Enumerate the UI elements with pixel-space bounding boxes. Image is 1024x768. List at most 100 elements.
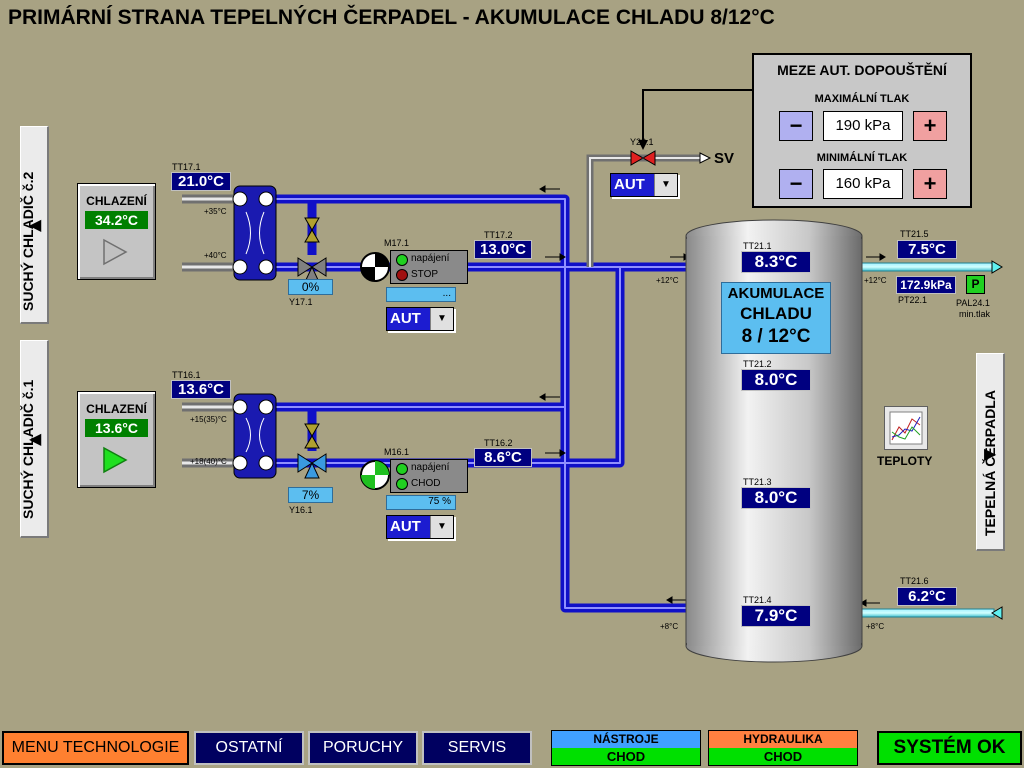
pt22-1-value: 172.9kPa xyxy=(896,276,956,294)
other-button[interactable]: OSTATNÍ xyxy=(194,731,304,765)
y16-1-position: 7% xyxy=(288,487,333,503)
min-pressure-label: MINIMÁLNÍ TLAK xyxy=(816,152,908,164)
y17-1-position: 0% xyxy=(288,279,333,295)
y16-1-name: Y16.1 xyxy=(289,505,313,515)
power-led xyxy=(396,463,408,475)
tt17-2-value: 13.0°C xyxy=(474,240,532,259)
m16-1-mode-select[interactable]: AUT ▼ xyxy=(386,515,454,539)
service-button[interactable]: SERVIS xyxy=(422,731,532,765)
play-icon xyxy=(103,238,128,266)
sv-label: SV xyxy=(714,150,735,167)
heat-exchanger-upper xyxy=(232,185,277,281)
tt16-2-name: TT16.2 xyxy=(484,438,513,448)
heat-exchanger-lower xyxy=(232,393,277,479)
faults-button[interactable]: PORUCHY xyxy=(308,731,418,765)
pump-m17-1 xyxy=(360,252,390,282)
tt17-1-value: 21.0°C xyxy=(171,172,231,191)
m16-1-mode-value: AUT xyxy=(390,518,421,535)
min-pressure-minus-button[interactable]: − xyxy=(779,169,813,199)
m16-1-speed[interactable]: 75 % xyxy=(386,495,456,510)
tools-status[interactable]: NÁSTROJE CHOD xyxy=(551,730,701,766)
valve-y22-1 xyxy=(630,150,656,166)
chevron-down-icon: ▼ xyxy=(430,516,453,538)
power-led xyxy=(396,254,408,266)
run-led xyxy=(396,478,408,490)
min-pressure-value: 160 kPa xyxy=(823,169,903,199)
limits-title: MEZE AUT. DOPOUŠTĚNÍ xyxy=(777,62,947,78)
tt21-2-value: 8.0°C xyxy=(741,369,811,391)
run-led xyxy=(396,269,408,281)
m16-1-power-label: napájení xyxy=(411,462,450,473)
tt16-1-name: TT16.1 xyxy=(172,370,201,380)
tank-bottom-temp: +8°C xyxy=(660,622,679,631)
auto-fill-limits-panel: MEZE AUT. DOPOUŠTĚNÍ MAXIMÁLNÍ TLAK − 19… xyxy=(752,53,972,208)
hx-upper-in-temp: +35°C xyxy=(204,207,227,216)
blue-pipes xyxy=(270,194,690,613)
hx-upper-out-temp: +40°C xyxy=(204,251,227,260)
tt21-3-name: TT21.3 xyxy=(743,477,772,487)
tank-label-line3: 8 / 12°C xyxy=(741,326,811,347)
dry-cooler-2-label: SUCHÝ CHLADIČ č.2 xyxy=(20,171,36,311)
tt21-5-name: TT21.5 xyxy=(900,229,929,239)
temperature-chart-button[interactable] xyxy=(884,406,928,450)
pal24-1-desc: min.tlak xyxy=(959,309,991,319)
tt16-2-value: 8.6°C xyxy=(474,448,532,467)
tt21-2-name: TT21.2 xyxy=(743,359,772,369)
valve-y17-1 xyxy=(297,217,327,283)
minus-icon: − xyxy=(789,113,803,138)
heat-pumps-button[interactable]: TEPELNÁ ČERPADLA ▶ xyxy=(976,353,1005,551)
m17-1-speed[interactable]: ... xyxy=(386,287,456,302)
tt21-1-name: TT21.1 xyxy=(743,241,772,251)
tank-label: AKUMULACE CHLADU 8 / 12°C xyxy=(721,282,831,354)
pal24-1-name: PAL24.1 xyxy=(956,298,990,308)
cooler-2-label: CHLAZENÍ xyxy=(86,194,147,208)
cooler-1-temp: 13.6°C xyxy=(85,419,148,437)
m17-1-mode-select[interactable]: AUT ▼ xyxy=(386,307,454,331)
hx-lower-out-temp: +18(40)°C xyxy=(190,457,227,466)
tt21-6-value: 6.2°C xyxy=(897,587,957,606)
tank-right-out-temp: +12°C xyxy=(864,276,887,285)
menu-technology-button[interactable]: MENU TECHNOLOGIE xyxy=(2,731,189,765)
hx-lower-in-temp: +15(35)°C xyxy=(190,415,227,424)
max-pressure-value: 190 kPa xyxy=(823,111,903,141)
max-pressure-plus-button[interactable]: + xyxy=(913,111,947,141)
pt22-1-name: PT22.1 xyxy=(898,295,928,305)
play-icon xyxy=(103,446,128,474)
cooler-2-control[interactable]: CHLAZENÍ 34.2°C xyxy=(77,183,156,280)
teploty-label: TEPLOTY xyxy=(877,454,933,468)
y22-1-mode-select[interactable]: AUT ▼ xyxy=(610,173,678,197)
m17-1-status-panel: napájení STOP xyxy=(390,250,468,284)
system-ok-indicator[interactable]: SYSTÉM OK xyxy=(877,731,1022,765)
y22-1-name: Y22.1 xyxy=(630,137,654,147)
tank-label-line2: CHLADU xyxy=(740,304,812,323)
tt16-1-value: 13.6°C xyxy=(171,380,231,399)
cooler-1-control[interactable]: CHLAZENÍ 13.6°C xyxy=(77,391,156,488)
hydraulics-status[interactable]: HYDRAULIKA CHOD xyxy=(708,730,858,766)
dry-cooler-1-button[interactable]: SUCHÝ CHLADIČ č.1 ◀ xyxy=(20,340,49,538)
tt21-4-name: TT21.4 xyxy=(743,595,772,605)
m17-1-power-label: napájení xyxy=(411,253,450,264)
tt21-3-value: 8.0°C xyxy=(741,487,811,509)
dry-cooler-2-button[interactable]: SUCHÝ CHLADIČ č.2 ◀ xyxy=(20,126,49,324)
tools-label: NÁSTROJE xyxy=(552,731,700,748)
max-pressure-label: MAXIMÁLNÍ TLAK xyxy=(814,93,910,105)
page-title: PRIMÁRNÍ STRANA TEPELNÝCH ČERPADEL - AKU… xyxy=(8,6,775,29)
tt17-1-name: TT17.1 xyxy=(172,162,201,172)
chevron-down-icon: ▼ xyxy=(430,308,453,330)
tank-right-in-temp: +8°C xyxy=(866,622,885,631)
arrow-right-icon: ▶ xyxy=(984,446,997,463)
max-pressure-minus-button[interactable]: − xyxy=(779,111,813,141)
m16-1-name: M16.1 xyxy=(384,447,410,457)
m16-1-status: CHOD xyxy=(411,478,441,489)
tank-out-temp: +12°C xyxy=(656,276,679,285)
tank-label-line1: AKUMULACE xyxy=(727,285,825,302)
hydraulics-label: HYDRAULIKA xyxy=(709,731,857,748)
dry-cooler-1-label: SUCHÝ CHLADIČ č.1 xyxy=(20,379,36,519)
plus-icon: + xyxy=(923,171,937,196)
min-pressure-plus-button[interactable]: + xyxy=(913,169,947,199)
arrow-left-icon: ◀ xyxy=(29,217,42,234)
valve-y16-1 xyxy=(297,423,327,479)
chevron-down-icon: ▼ xyxy=(654,174,677,196)
pump-m16-1 xyxy=(360,460,390,490)
